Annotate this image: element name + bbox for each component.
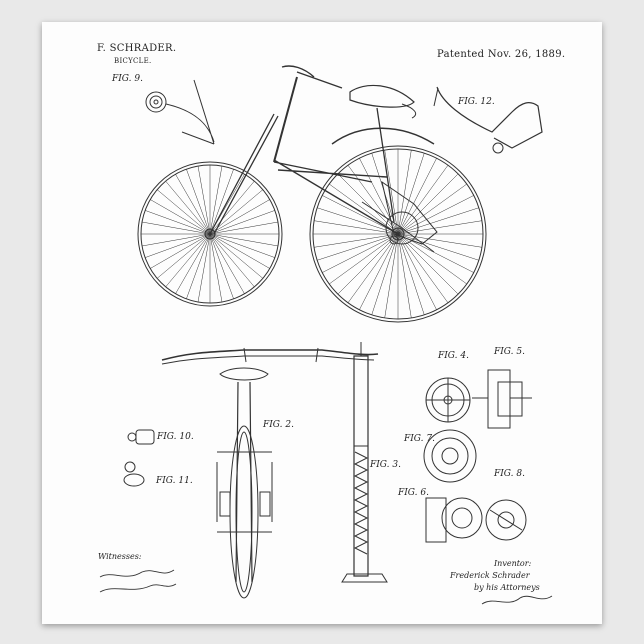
inventor-label: Inventor: — [494, 559, 531, 568]
fig9-label: FIG. 9. — [112, 74, 143, 84]
handlebar — [282, 66, 342, 88]
front-view-fork — [236, 382, 252, 582]
fig6-label: FIG. 6. — [398, 488, 429, 498]
rear-mudguard — [332, 128, 434, 144]
witnesses-label: Witnesses: — [98, 552, 142, 561]
fig10-label: FIG. 10. — [157, 432, 194, 442]
fig8-label: FIG. 8. — [494, 469, 525, 479]
fig10-fig11-parts — [124, 430, 154, 486]
fig6-gear-drawing — [426, 498, 482, 542]
fig11-label: FIG. 11. — [156, 476, 193, 486]
inventor-signature: Frederick Schrader — [450, 571, 530, 580]
bicycle-side-view — [138, 66, 486, 322]
fig3-label: FIG. 3. — [370, 460, 401, 470]
saddle — [350, 85, 414, 107]
fig8-ratchet-drawing — [486, 500, 526, 540]
patent-poster: F. SCHRADER. BICYCLE. Patented Nov. 26, … — [42, 22, 602, 624]
fig4-label: FIG. 4. — [438, 351, 469, 361]
fig2-label: FIG. 2. — [263, 420, 294, 430]
fig2-front-view — [162, 348, 378, 598]
seat-post — [377, 108, 394, 222]
fig5-hub-section — [472, 370, 532, 428]
fig9-spring-drawing — [146, 80, 214, 144]
attorneys-label: by his Attorneys — [474, 583, 540, 592]
patent-drawing — [42, 22, 602, 624]
fig12-label: FIG. 12. — [458, 97, 495, 107]
front-view-saddle — [220, 368, 268, 380]
fig7-label: FIG. 7. — [404, 434, 435, 444]
fig5-label: FIG. 5. — [494, 347, 525, 357]
steering-column — [274, 77, 297, 162]
fig4-hub-drawing — [426, 378, 470, 422]
header-patent-date: Patented Nov. 26, 1889. — [437, 49, 565, 60]
header-inventor-name: F. SCHRADER. — [97, 43, 176, 54]
header-invention-title: BICYCLE. — [114, 57, 152, 65]
